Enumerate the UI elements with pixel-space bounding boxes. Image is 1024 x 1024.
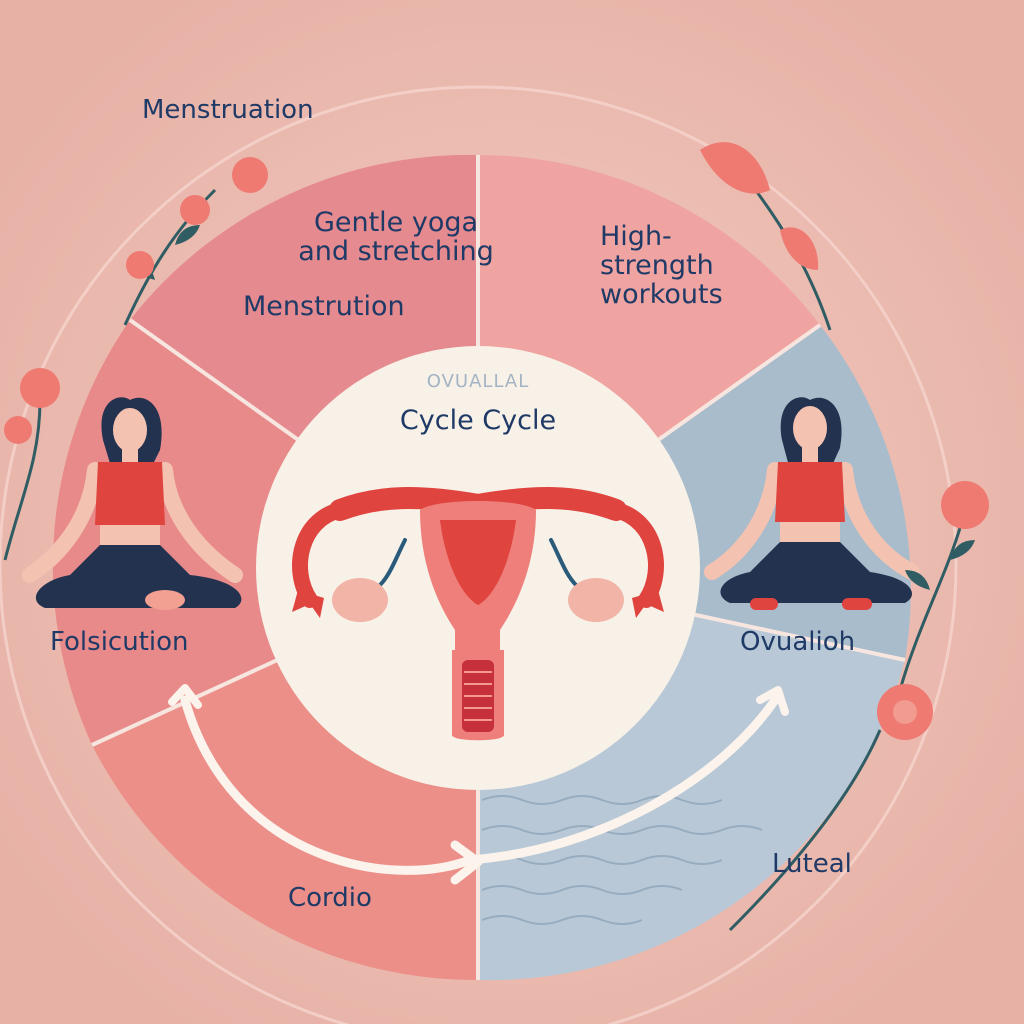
flower-icon bbox=[728, 684, 933, 932]
outer-ring bbox=[0, 85, 958, 1024]
center-title-faded: OVUALLAL bbox=[426, 371, 530, 392]
arrow-head-icon bbox=[168, 684, 202, 709]
activity-strength-line3: workouts bbox=[600, 279, 723, 311]
flower-icon bbox=[3, 368, 60, 561]
activity-yoga-line1: Gentle yoga bbox=[313, 207, 479, 238]
label-ovulation: Ovualioh bbox=[740, 627, 856, 657]
label-menstruation-outer: Menstruation bbox=[142, 95, 314, 125]
center-title: Cycle Cycle bbox=[399, 405, 557, 436]
arrow-head-icon bbox=[450, 840, 483, 885]
flower-icon bbox=[123, 157, 268, 326]
yoga-figure-right bbox=[704, 397, 920, 610]
activity-strength-line2: strength bbox=[600, 250, 714, 282]
activity-yoga: Gentle yoga and stretching bbox=[276, 208, 516, 266]
cycle-arrow-left bbox=[180, 695, 475, 875]
activity-cardio: Cordio bbox=[288, 883, 372, 913]
label-luteal: Luteal bbox=[772, 849, 852, 879]
cycle-arrow-right bbox=[465, 695, 780, 865]
activity-strength-line1: High- bbox=[600, 221, 672, 252]
activity-yoga-line2: and stretching bbox=[298, 236, 494, 268]
flower-icon bbox=[898, 481, 989, 691]
label-menstruation-inner: Menstrution bbox=[243, 291, 405, 322]
wave-pattern bbox=[481, 795, 763, 925]
uterus-icon bbox=[292, 487, 664, 741]
activity-strength: High- strength workouts bbox=[600, 221, 723, 311]
yoga-figure-left bbox=[22, 397, 243, 610]
arrow-head-icon bbox=[756, 686, 789, 716]
flower-icon bbox=[700, 142, 832, 331]
label-follicular: Folsicution bbox=[50, 627, 189, 657]
